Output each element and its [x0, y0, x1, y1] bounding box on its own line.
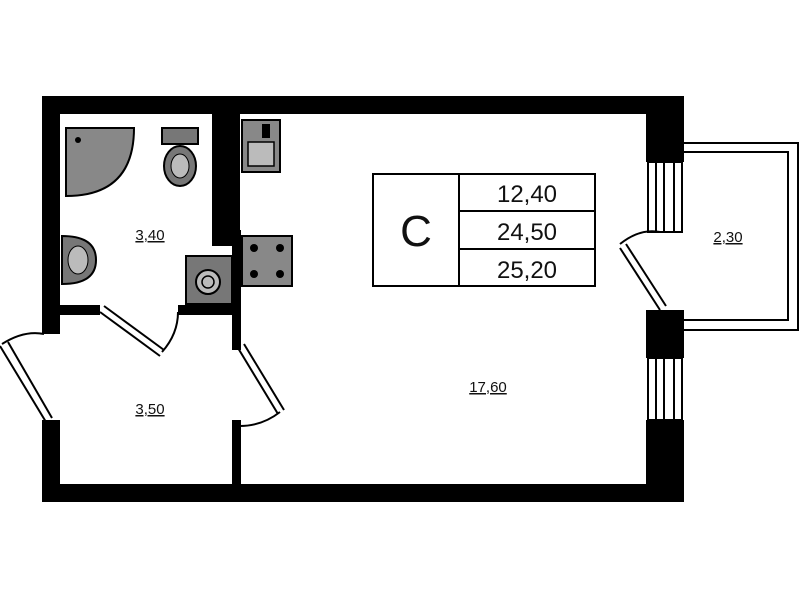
washing-machine-icon [185, 255, 233, 305]
toilet-icon [161, 127, 199, 187]
shower-icon [65, 127, 136, 198]
window-lower [647, 357, 683, 421]
stove-icon [241, 235, 293, 287]
walls [42, 96, 684, 502]
balcony-door [619, 230, 667, 311]
balcony-area-label: 2,30 [713, 229, 742, 246]
living-area-value: 12,40 [497, 181, 557, 208]
total-area-value: 24,50 [497, 219, 557, 246]
sink-icon [61, 234, 98, 286]
window-upper [647, 161, 683, 233]
bathroom-door [99, 305, 179, 357]
entrance-door [0, 332, 53, 423]
apartment-type-letter: С [400, 207, 432, 256]
total-with-balcony-value: 25,20 [497, 257, 557, 284]
hallway-area-label: 3,50 [135, 401, 164, 418]
room-door [237, 343, 285, 427]
area-legend: С 12,40 24,50 25,20 [372, 173, 596, 287]
kitchen-sink-icon [241, 119, 281, 173]
balcony [684, 142, 799, 331]
bathroom-area-label: 3,40 [135, 227, 164, 244]
main-room-area-label: 17,60 [469, 379, 507, 396]
